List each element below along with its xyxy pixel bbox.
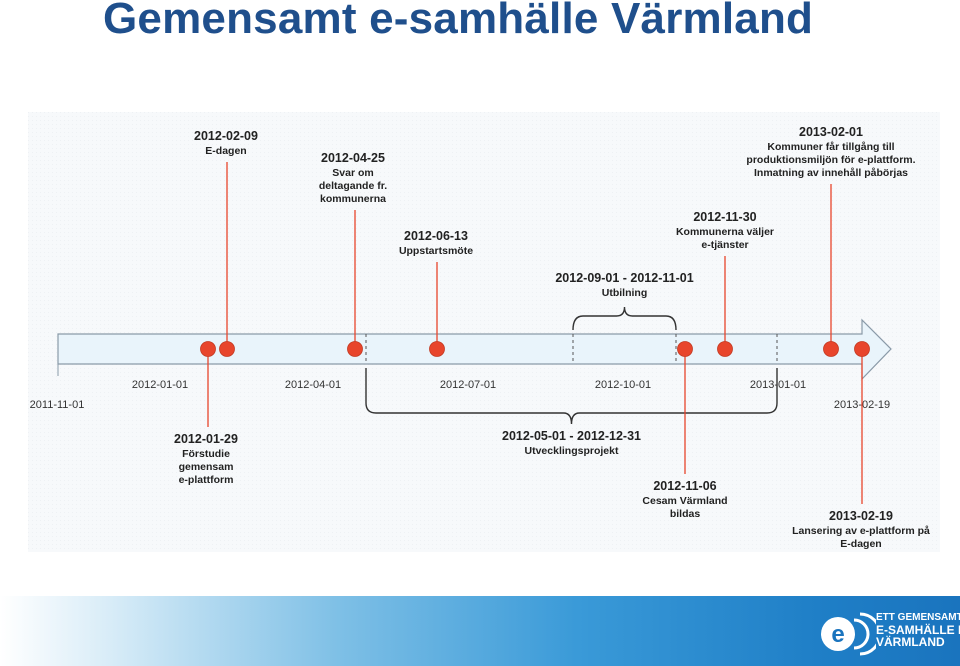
axis-tick-label: 2012-07-01 — [440, 379, 496, 391]
event-description: Kommuner får tillgång till — [767, 141, 894, 153]
logo-mark-icon: e — [821, 612, 882, 656]
event-description: E-dagen — [205, 145, 246, 157]
event-dot — [717, 341, 733, 357]
event-description: Lansering av e-plattform på — [792, 525, 930, 537]
period-description: Utvecklingsprojekt — [525, 445, 619, 457]
quarter-markers — [365, 334, 778, 364]
logo-mark-letter: e — [831, 621, 844, 648]
axis-tick-label: 2013-01-01 — [750, 379, 806, 391]
event-description: Inmatning av innehåll påbörjas — [754, 167, 908, 179]
event-date: 2012-02-09 — [194, 129, 258, 143]
event-description: Uppstartsmöte — [399, 245, 473, 257]
brace-shape — [365, 368, 778, 425]
event-description: e-tjänster — [701, 239, 748, 251]
event-description: Kommunerna väljer — [676, 226, 774, 238]
brand-logo: e ETT GEMENSAMT E-SAMHÄLLE I VÄRMLAND — [816, 604, 960, 660]
page-title: Gemensamt e-samhälle Värmland — [103, 0, 814, 43]
event-description: E-dagen — [840, 538, 881, 550]
footer-band: e ETT GEMENSAMT E-SAMHÄLLE I VÄRMLAND — [0, 596, 960, 666]
event-dot — [219, 341, 235, 357]
logo-line1: ETT GEMENSAMT — [876, 612, 960, 623]
period-brace: 2012-05-01 - 2012-12-31Utvecklingsprojek… — [365, 368, 778, 457]
logo-line3: VÄRMLAND — [876, 635, 945, 649]
event-dot — [677, 341, 693, 357]
event-dot — [347, 341, 363, 357]
event-date: 2012-11-06 — [653, 479, 716, 493]
event-dot — [854, 341, 870, 357]
event-description: e-plattform — [179, 474, 234, 486]
diagram-background — [28, 112, 940, 552]
event-date: 2012-01-29 — [174, 432, 238, 446]
logo-line2: E-SAMHÄLLE I — [876, 623, 960, 637]
axis-tick-label: 2011-11-01 — [30, 399, 85, 411]
event-description: gemensam — [179, 461, 234, 473]
event-description: produktionsmiljön för e-plattform. — [746, 154, 915, 166]
brace-shape — [572, 306, 677, 331]
event-date: 2013-02-19 — [829, 509, 893, 523]
events: 2012-01-29Förstudiegemensame-plattform20… — [174, 125, 930, 550]
axis-tick-label: 2012-10-01 — [595, 379, 651, 391]
axis-tick-label: 2012-04-01 — [285, 379, 341, 391]
period-date: 2012-09-01 - 2012-11-01 — [555, 271, 693, 285]
event-date: 2012-11-30 — [693, 210, 756, 224]
period-date: 2012-05-01 - 2012-12-31 — [502, 429, 641, 443]
event-dot — [200, 341, 216, 357]
event-description: kommunerna — [320, 193, 386, 205]
event-description: bildas — [670, 508, 701, 520]
event-dot — [429, 341, 445, 357]
event-marker: 2012-02-09E-dagen — [194, 129, 258, 357]
axis-tick-label: 2012-01-01 — [132, 379, 188, 391]
period-description: Utbilning — [602, 287, 648, 299]
event-dot — [823, 341, 839, 357]
logo-text: ETT GEMENSAMT E-SAMHÄLLE I VÄRMLAND — [876, 612, 960, 648]
event-description: Cesam Värmland — [642, 495, 727, 507]
event-date: 2012-04-25 — [321, 151, 385, 165]
event-description: deltagande fr. — [319, 180, 387, 192]
event-description: Förstudie — [182, 448, 230, 460]
event-date: 2013-02-01 — [799, 125, 863, 139]
event-description: Svar om — [332, 167, 373, 179]
event-date: 2012-06-13 — [404, 229, 468, 243]
